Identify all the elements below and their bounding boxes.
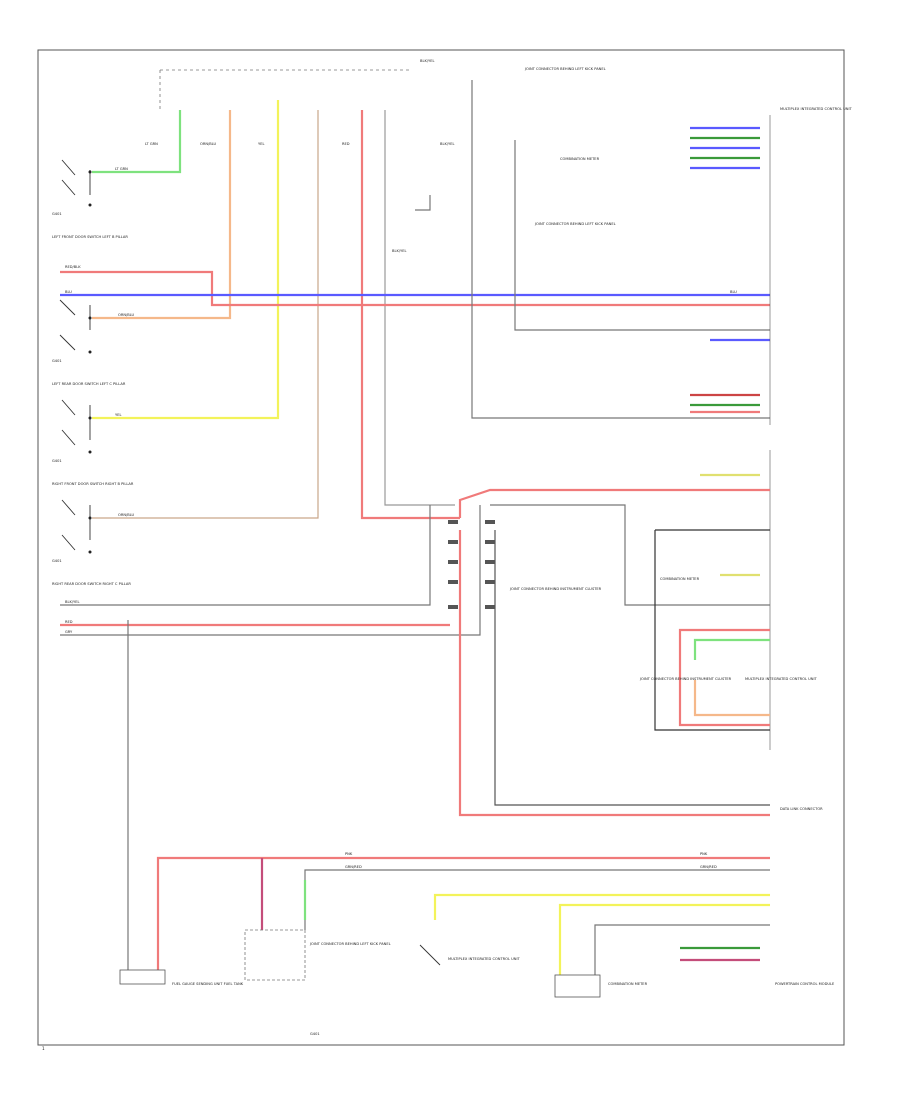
wire-red-bus [60,270,770,307]
label-yel: YEL [115,413,121,417]
wire-blk-meter [654,529,770,731]
wire-blk-data-link [494,530,770,806]
rf-door-label: RIGHT FRONT DOOR SWITCH RIGHT B PILLAR [52,482,134,486]
wire-red-data-link [458,530,770,817]
label-blk-yel-2: BLK/YEL [392,249,407,253]
wire-yel [92,100,280,420]
lr-door-label: LEFT REAR DOOR SWITCH LEFT C PILLAR [52,382,126,386]
label-joint-connector-mid: JOINT CONNECTOR BEHIND INSTRUMENT CLUSTE… [509,587,602,591]
rr-door-switch: G401 RIGHT REAR DOOR SWITCH RIGHT C PILL… [52,499,131,586]
label-red-bottom: RED [65,620,73,624]
label-top-lt-grn: LT GRN [145,142,158,146]
label-blk-yel-bottom: BLK/YEL [65,600,80,604]
sensor-module: JOINT CONNECTOR BEHIND LEFT KICK PANEL G… [244,929,391,1036]
wire-red-loop [678,628,770,727]
diagram-frame [37,49,845,1046]
wire-grn-loop [693,638,770,660]
wire-yel-pcm [433,893,770,920]
label-pnk: PNK [345,852,353,856]
ground-label: G401 [310,1032,320,1036]
wire-yel-red-pcm [558,903,770,975]
label-joint-connector-2: JOINT CONNECTOR BEHIND INSTRUMENT CLUSTE… [639,677,732,681]
label-blu-bus: BLU [65,290,72,294]
wire-blk-top-right [514,140,770,331]
label-orn-blu-1: ORN/BLU [118,313,135,317]
wire-blk-yel-main [471,80,770,419]
wire-blk-yel-branch [415,195,431,211]
fuel-sender: FUEL GAUGE SENDING UNIT FUEL TANK [119,969,244,986]
wire-gry-1 [384,110,455,506]
top-label-hot: BLK/YEL [420,59,435,63]
sensor-box-label: COMBINATION METER [608,982,648,986]
label-joint-connector-1: JOINT CONNECTOR BEHIND LEFT KICK PANEL [534,222,616,226]
label-pnk-right: PNK [700,852,708,856]
wire-red-pcm [156,856,770,970]
label-gry-bottom: GRY [65,630,73,634]
label-grn-red-right: GRN/RED [700,865,717,869]
fuel-sender-label: FUEL GAUGE SENDING UNIT FUEL TANK [172,982,244,986]
wire-gry-2 [490,504,770,606]
rr-door-label: RIGHT REAR DOOR SWITCH RIGHT C PILLAR [52,582,131,586]
label-blk-yel-1: BLK/YEL [440,142,455,146]
sensor-box-right: COMBINATION METER [554,974,648,998]
pin-block-2-label: MULTIPLEX INTEGRATED CONTROL UNIT [745,677,818,681]
label-lt-grn: LT GRN [115,167,128,171]
label-top-yel: YEL [258,142,264,146]
right-connector-legs-2 [690,393,760,414]
wire-blk-yel-bottom [60,505,431,606]
label-grn-red: GRN/RED [345,865,362,869]
lr-door-ground: G401 [52,359,62,363]
lf-door-switch: G401 LEFT FRONT DOOR SWITCH LEFT B PILLA… [52,159,128,239]
top-label-junction: JOINT CONNECTOR BEHIND LEFT KICK PANEL [524,67,606,71]
rf-door-ground: G401 [52,459,62,463]
wire-grn-pcm [304,869,770,930]
wire-red-2 [458,488,770,518]
label-orn-blu-2: ORN/BLU [118,513,135,517]
switch-label: MULTIPLEX INTEGRATED CONTROL UNIT [448,957,521,961]
footer-code: 1 [42,1046,45,1051]
wire-gry-pcm [594,924,770,975]
joint-connector-dots [448,520,495,609]
label-combination-meter-2: COMBINATION METER [660,577,700,581]
data-link-label: DATA LINK CONNECTOR [780,807,823,811]
rf-door-switch: G401 RIGHT FRONT DOOR SWITCH RIGHT B PIL… [52,399,134,486]
sensor-label: JOINT CONNECTOR BEHIND LEFT KICK PANEL [309,942,391,946]
wire-orn-blu-1 [92,110,232,320]
label-top-orn-blu: ORN/BLU [200,142,217,146]
label-red-bus: RED/BLK [65,265,81,269]
lf-door-ground: G401 [52,212,62,216]
wire-red-1 [360,110,460,520]
pcm-label: POWERTRAIN CONTROL MODULE [775,982,835,986]
rr-door-ground: G401 [52,559,62,563]
lf-door-label: LEFT FRONT DOOR SWITCH LEFT B PILLAR [52,235,128,239]
switch-module: MULTIPLEX INTEGRATED CONTROL UNIT [419,944,521,966]
wire-orn-loop [693,680,770,717]
label-top-red: RED [342,142,350,146]
wire-lt-grn [92,110,182,174]
wire-orn-blu-2 [92,110,319,519]
lr-door-switch: G401 LEFT REAR DOOR SWITCH LEFT C PILLAR [52,299,126,386]
wire-gry-bottom [60,505,481,636]
pin-block-1-label: MULTIPLEX INTEGRATED CONTROL UNIT [780,107,853,111]
label-blu-bus-right: BLU [730,290,737,294]
label-combination-meter: COMBINATION METER [560,157,600,161]
right-connector-legs-1 [690,126,760,170]
